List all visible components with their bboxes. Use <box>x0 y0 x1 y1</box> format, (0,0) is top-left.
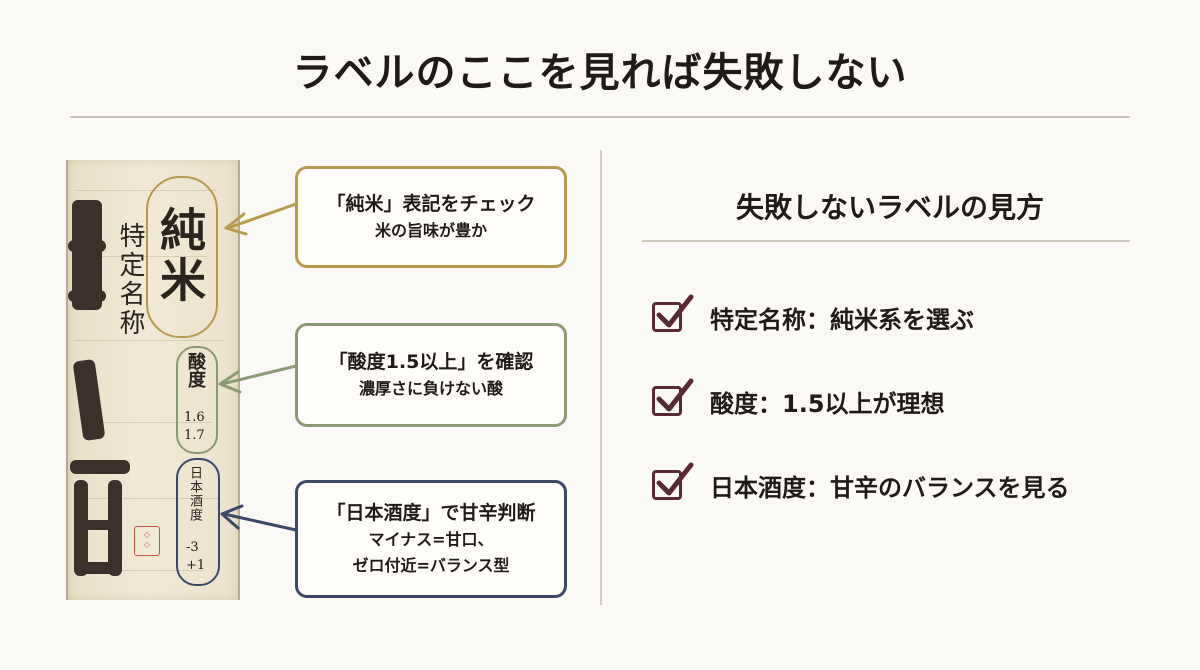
nihonshudo-label-text: 日本酒度 <box>187 466 202 522</box>
callout-detail: マイナス=甘口、 <box>368 530 494 549</box>
nihonshudo-value: +1 <box>186 558 206 573</box>
check-box-icon <box>652 462 694 500</box>
nihonshudo-highlight-oval <box>176 458 220 586</box>
nihonshudo-value: -3 <box>186 540 199 555</box>
check-box-icon <box>652 378 694 416</box>
section-divider <box>600 150 602 605</box>
callout-heading: 「日本酒度」で甘辛判断 <box>326 502 536 524</box>
callout-detail: 濃厚さに負けない酸 <box>358 379 503 398</box>
checklist-item: 酸度：1.5以上が理想 <box>652 376 945 426</box>
brush-stroke <box>74 562 122 574</box>
tokutei-meisho-text: 特定名称 <box>115 222 145 338</box>
acidity-highlight-oval <box>176 346 218 454</box>
arrow-junmai <box>224 202 298 236</box>
callout-acidity: 「酸度1.5以上」を確認 濃厚さに負けない酸 <box>295 323 567 427</box>
callout-junmai: 「純米」表記をチェック 米の旨味が豊か <box>295 166 567 268</box>
checklist-divider <box>642 240 1130 242</box>
arrow-acidity <box>218 364 298 394</box>
brewery-seal-stamp: ◇◇ <box>134 526 160 556</box>
checklist-item-text: 日本酒度：甘辛のバランスを見る <box>710 473 1070 502</box>
checklist-item-text: 酸度：1.5以上が理想 <box>710 389 945 418</box>
callout-heading: 「純米」表記をチェック <box>326 193 536 215</box>
callout-heading: 「酸度1.5以上」を確認 <box>328 351 534 373</box>
checklist-item: 特定名称：純米系を選ぶ <box>652 292 974 342</box>
checklist-heading: 失敗しないラベルの見方 <box>735 191 1044 224</box>
junmai-highlight-oval <box>146 176 218 338</box>
brush-stroke <box>70 460 130 474</box>
callout-detail: ゼロ付近=バランス型 <box>352 556 510 575</box>
page-title: ラベルのここを見れば失敗しない <box>292 50 908 96</box>
callout-detail: 米の旨味が豊か <box>374 221 487 240</box>
callout-nihonshudo: 「日本酒度」で甘辛判断 マイナス=甘口、 ゼロ付近=バランス型 <box>295 480 567 598</box>
arrow-nihonshudo <box>220 504 298 532</box>
brush-stroke <box>68 240 106 252</box>
check-box-icon <box>652 294 694 332</box>
junmai-label-text: 純米 <box>153 206 207 306</box>
acidity-value: 1.6 <box>184 410 205 425</box>
checklist-item-text: 特定名称：純米系を選ぶ <box>710 305 974 334</box>
acidity-value: 1.7 <box>184 428 205 443</box>
brush-stroke <box>74 520 122 530</box>
brush-stroke <box>68 290 106 302</box>
acidity-label-text: 酸度 <box>185 352 206 388</box>
title-divider <box>70 116 1130 118</box>
checklist-item: 日本酒度：甘辛のバランスを見る <box>652 460 1070 510</box>
